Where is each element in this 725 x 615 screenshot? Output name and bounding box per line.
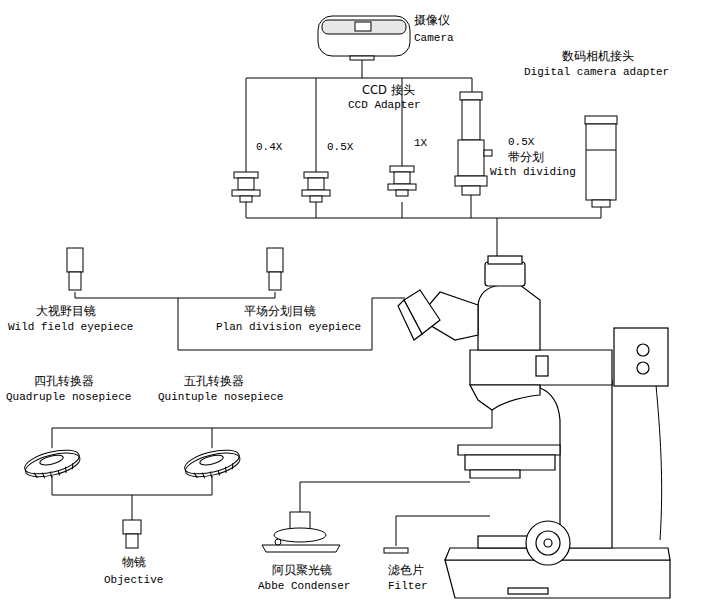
part-label: Wild field eyepiece — [8, 321, 133, 334]
part-label: 0.5X — [508, 136, 534, 149]
part-label: Filter — [388, 580, 428, 593]
part-label: 0.4X — [256, 141, 282, 154]
filter-icon — [384, 548, 408, 553]
digital-camera-adapter — [585, 116, 617, 207]
part-label: 1X — [414, 137, 427, 150]
part-label: Plan division eyepiece — [216, 321, 361, 334]
part-label: 阿贝聚光镜 — [272, 564, 332, 578]
part-label: 五孔转换器 — [184, 375, 244, 389]
part-label: Abbe Condenser — [258, 580, 350, 593]
part-label: Digital camera adapter — [524, 66, 669, 79]
part-label: Objective — [104, 574, 163, 587]
part-label: 大视野目镜 — [36, 305, 96, 319]
part-label: Quintuple nosepiece — [158, 391, 283, 404]
part-label: Quadruple nosepiece — [6, 391, 131, 404]
part-label: 0.5X — [327, 141, 353, 154]
part-label: 带分划 — [508, 151, 544, 165]
part-label: With dividing — [490, 166, 576, 179]
camera-icon — [318, 16, 410, 60]
part-label: 数码相机接头 — [562, 50, 634, 64]
part-label: CCD 接头 — [362, 84, 415, 98]
objective-icon — [123, 520, 141, 548]
part-label: 摄像仪 — [414, 14, 450, 28]
dividing-adapter — [455, 92, 492, 195]
microscope-body — [398, 256, 670, 598]
part-label: 物镜 — [122, 556, 146, 570]
part-label: 四孔转换器 — [34, 375, 94, 389]
condenser-icon — [262, 512, 340, 552]
part-label: 平场分划目镜 — [244, 305, 316, 319]
part-label: Camera — [414, 32, 454, 45]
part-label: 滤色片 — [388, 564, 424, 578]
part-label: CCD Adapter — [348, 99, 421, 112]
